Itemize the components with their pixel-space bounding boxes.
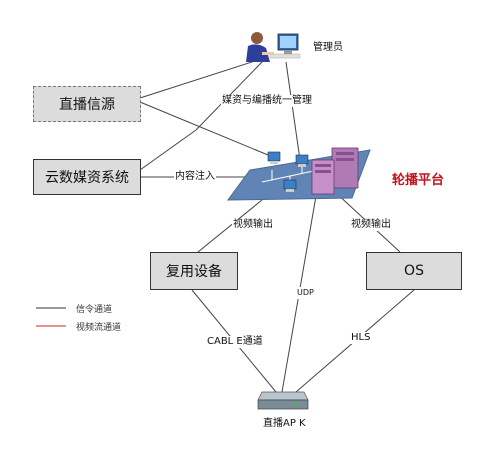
legend-video-label: 视频流通道 [76, 323, 122, 333]
legend-signal-label: 信令通道 [76, 305, 113, 315]
mux-device-box: 复用设备 [150, 252, 238, 290]
edge-label-cable: CABL E通道 [206, 336, 264, 348]
edge-platform-mux [197, 199, 263, 253]
os-box: OS [366, 252, 462, 290]
set-top-box-label: 直播AP K [262, 418, 307, 430]
workstation-icon [267, 151, 309, 192]
edge-label-hls: HLS [350, 332, 372, 344]
cloud-media-box: 云数媒资系统 [33, 159, 141, 195]
edge-mgmt-cloud [139, 129, 197, 171]
platform-title: 轮播平台 [392, 173, 445, 188]
edge-label-content-inject: 内容注入 [174, 171, 216, 183]
server-icon [311, 147, 359, 195]
live-source-box: 直播信源 [33, 86, 141, 122]
edge-livesource-platform [139, 101, 281, 161]
edge-label-video-out-left: 视频输出 [232, 219, 274, 231]
edge-admin-livesource [139, 59, 259, 99]
admin-person-icon [246, 32, 301, 62]
edge-admin-platform [285, 61, 301, 161]
edge-label-udp: UDP [296, 287, 315, 299]
set-top-box-icon [257, 391, 309, 410]
edge-label-media-mgmt: 媒资与编播统一管理 [221, 95, 313, 107]
edge-label-video-out-right: 视频输出 [350, 219, 392, 231]
admin-label: 管理员 [312, 42, 344, 54]
